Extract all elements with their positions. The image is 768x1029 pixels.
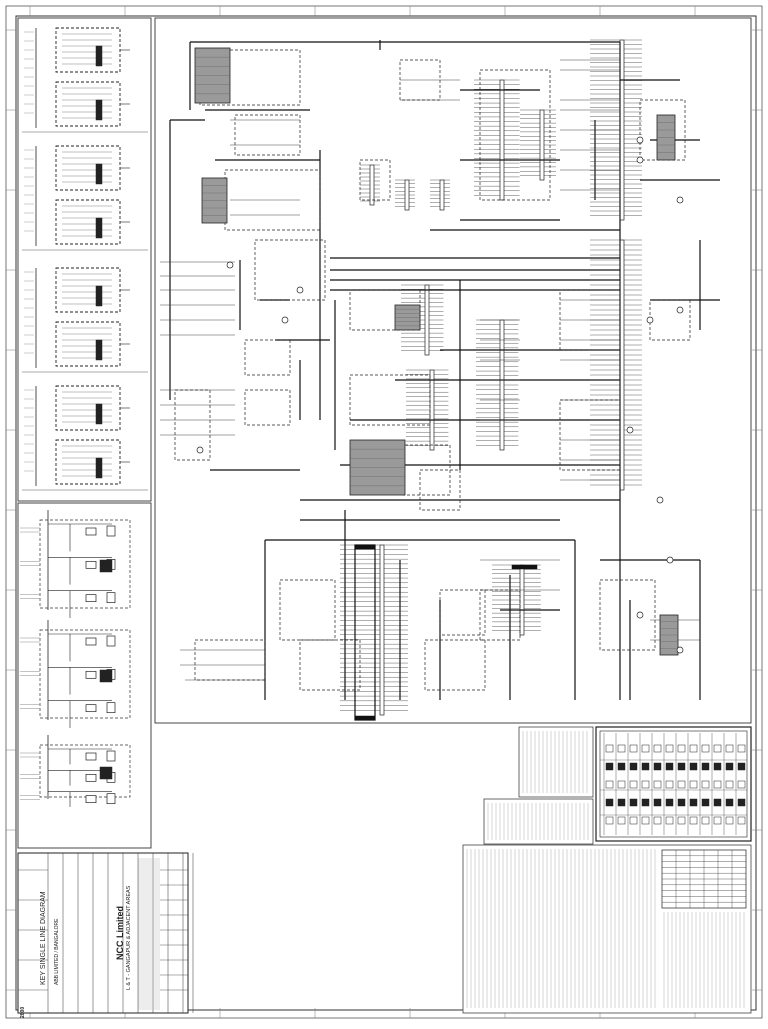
contractor-name: ABB LIMITED / BANGALORE — [54, 918, 60, 985]
main-diagram-frame — [154, 17, 752, 724]
terminal-strip — [492, 564, 541, 636]
switchgear-panel — [20, 620, 131, 728]
terminal-strip — [406, 369, 449, 451]
title-block — [17, 852, 194, 1014]
switchgear-panel — [20, 510, 131, 618]
symbols-legend-table — [595, 726, 752, 842]
terminal-strip — [395, 179, 415, 211]
feeder-panel — [22, 385, 148, 491]
notes-panel-c — [462, 844, 752, 1014]
sheet-border — [5, 5, 763, 1019]
notes-panel-b — [483, 798, 594, 845]
terminal-strip — [476, 319, 519, 451]
terminal-strip — [590, 39, 642, 221]
drawing-title: KEY SINGLE LINE DIAGRAM — [40, 891, 47, 985]
drawing-frame — [15, 15, 757, 1011]
terminal-strip — [340, 544, 408, 716]
terminal-strip — [590, 239, 642, 491]
terminal-strip — [474, 79, 520, 201]
project-location: L & T - GANGAPUR & ADJACENT AREAS — [126, 885, 132, 990]
feeder-panel — [22, 145, 148, 251]
feeder-panels — [22, 27, 148, 491]
feeder-schematics-frame — [17, 17, 152, 502]
terminal-strips — [340, 39, 642, 716]
feeder-panel — [22, 267, 148, 373]
terminal-strip — [360, 164, 380, 206]
switchgear-schematics-frame — [17, 502, 152, 849]
switchgear-panel — [20, 735, 131, 807]
equipment-blocks — [174, 47, 691, 721]
switchgear-panels — [20, 510, 131, 807]
terminal-strip — [520, 109, 556, 181]
feeder-panel — [22, 27, 148, 133]
terminal-strip — [430, 179, 450, 211]
company-name: NCC Limited — [115, 906, 125, 960]
drawing-stamp: 2800 — [20, 1006, 26, 1018]
notes-panel-a — [518, 726, 594, 798]
